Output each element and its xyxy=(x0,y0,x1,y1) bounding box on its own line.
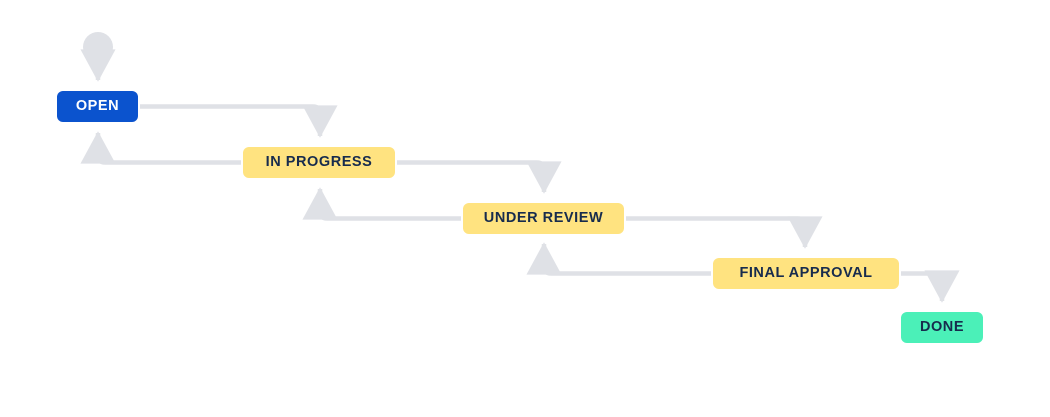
status-node-label: DONE xyxy=(919,319,965,336)
status-node-label: IN PROGRESS xyxy=(265,154,373,171)
status-node-label: OPEN xyxy=(75,98,120,115)
status-node-label: FINAL APPROVAL xyxy=(739,265,873,282)
start-circle xyxy=(83,32,113,62)
edge-under-review-to-in-progress xyxy=(302,187,461,221)
edge-in-progress-to-open xyxy=(80,131,241,165)
edge-open-to-in-progress xyxy=(140,104,338,138)
status-node-label: UNDER REVIEW xyxy=(483,210,604,227)
status-node-done[interactable]: DONE xyxy=(901,312,983,343)
status-node-open[interactable]: OPEN xyxy=(57,91,138,122)
status-node-under-review[interactable]: UNDER REVIEW xyxy=(463,203,624,234)
edge-in-progress-to-under-review xyxy=(397,160,562,194)
status-node-in-progress[interactable]: IN PROGRESS xyxy=(243,147,395,178)
edge-final-approval-to-under-review xyxy=(526,242,711,276)
edge-under-review-to-final-approval xyxy=(626,216,823,249)
edge-final-approval-to-done xyxy=(901,270,960,303)
status-node-final-approval[interactable]: FINAL APPROVAL xyxy=(713,258,899,289)
